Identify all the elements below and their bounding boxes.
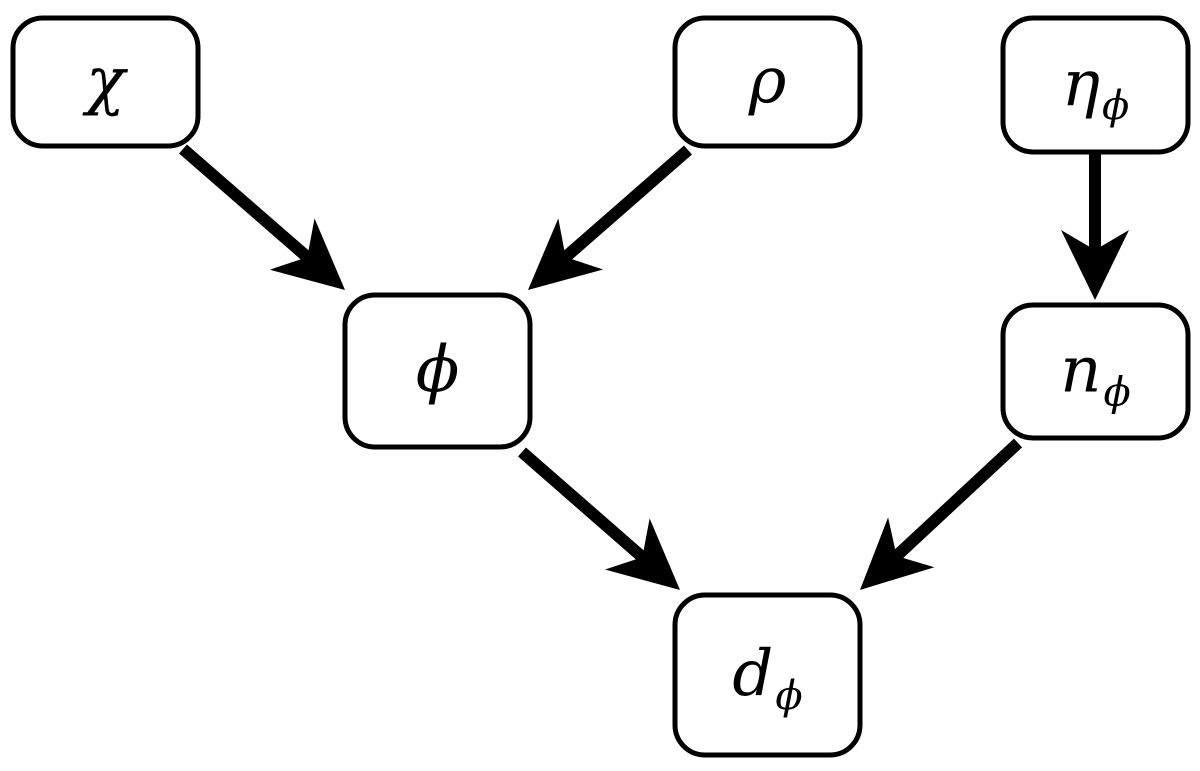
edge-shaft [561,145,692,262]
edge-n_phi-to-d_phi [860,438,1023,590]
node-box [672,592,863,758]
node-box [10,15,201,149]
node-subscript: ϕ [1102,83,1129,129]
node-symbol: d [732,637,773,711]
node-n-phi: nϕ [1000,302,1191,441]
node-d-phi: dϕ [672,592,863,758]
node-subscript: ϕ [775,673,802,719]
edge-phi-to-d_phi [518,447,680,590]
node-box [672,15,863,149]
node-label: χ [82,44,128,118]
edges-layer [179,144,1129,590]
node-box [1000,15,1191,155]
node-label: dϕ [732,637,802,719]
edge-shaft [179,144,312,262]
arrowhead [860,517,935,590]
edge-rho-to-phi [528,145,692,290]
node-rho: ρ [672,15,863,149]
node-subscript: ϕ [1103,370,1130,416]
node-box [1000,302,1191,441]
node-symbol: n [1060,334,1101,408]
node-label: ρ [748,44,787,118]
node-chi: χ [10,15,201,149]
node-phi: ϕ [342,292,533,450]
node-symbol: η [1062,47,1100,121]
arrowhead [528,218,604,290]
edge-shaft [892,438,1023,561]
node-label: ηϕ [1062,47,1130,129]
arrowhead [604,518,680,590]
node-symbol: χ [82,44,128,118]
node-label: ϕ [416,333,460,407]
arrowhead [269,218,345,290]
node-eta-phi: ηϕ [1000,15,1191,155]
edge-chi-to-phi [179,144,345,290]
arrowhead [1061,230,1129,300]
node-label: nϕ [1060,334,1130,416]
node-symbol: ρ [748,44,787,118]
node-box [342,292,533,450]
edge-shaft [518,447,647,562]
node-symbol: ϕ [416,333,460,407]
edge-eta_phi-to-n_phi [1061,150,1129,300]
